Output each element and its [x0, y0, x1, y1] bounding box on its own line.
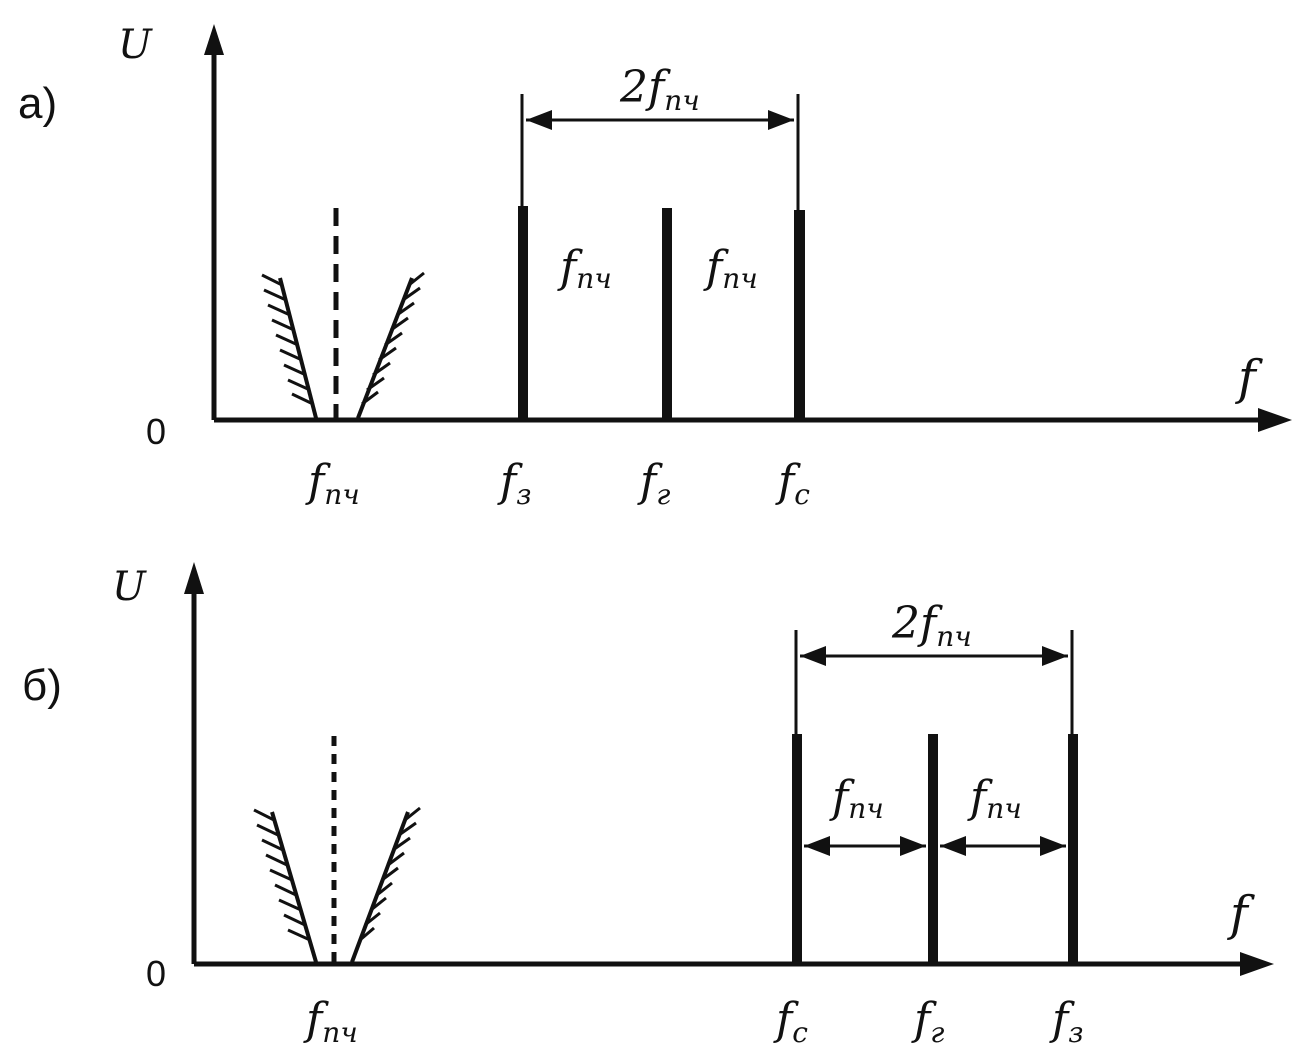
panel-a-x-axis-arrow — [1258, 408, 1292, 432]
panel-b: б) U 0 f — [22, 562, 1274, 1049]
panel-b-if-filter — [253, 736, 421, 963]
panel-b-gap-left-label: fпч — [829, 772, 884, 825]
panel-a-line-lo — [662, 208, 672, 420]
panel-a-tick-fif: fпч — [305, 456, 360, 511]
panel-a-tick-fz: fз — [497, 456, 532, 511]
panel-b-line-signal — [792, 734, 802, 964]
panel-a-2fif-label: 2fпч — [619, 62, 700, 117]
panel-a-x-axis-label: f — [1235, 350, 1263, 406]
panel-b-tick-fg: fг — [911, 994, 944, 1049]
panel-a-gap-left-label: fпч — [557, 242, 612, 295]
panel-a-origin-label: 0 — [146, 411, 166, 452]
panel-b-x-axis-label: f — [1227, 886, 1255, 942]
panel-a-line-image — [518, 206, 528, 420]
panel-b-label: б) — [22, 661, 62, 710]
panel-a-label: а) — [18, 79, 57, 128]
panel-b-origin-label: 0 — [146, 953, 166, 994]
panel-b-gap-right-label: fпч — [967, 772, 1022, 825]
panel-a-if-filter — [261, 208, 425, 419]
panel-b-2fif-label: 2fпч — [891, 598, 972, 653]
panel-a-tick-fc: fс — [775, 456, 810, 511]
panel-a-line-signal — [794, 210, 805, 420]
panel-b-y-axis-label: U — [112, 564, 147, 610]
panel-b-line-image — [1068, 734, 1078, 964]
panel-a: а) U 0 f — [18, 22, 1292, 511]
panel-a-tick-fg: fг — [637, 456, 670, 511]
panel-b-y-axis-arrow — [184, 562, 204, 594]
panel-b-tick-fif: fпч — [303, 994, 358, 1049]
panel-b-line-lo — [928, 734, 938, 964]
panel-a-y-axis-label: U — [118, 22, 153, 68]
panel-a-y-axis-arrow — [204, 24, 224, 55]
panel-a-gap-right-label: fпч — [703, 242, 758, 295]
panel-b-tick-fz: fз — [1049, 994, 1084, 1049]
panel-b-x-axis-arrow — [1240, 952, 1274, 976]
panel-b-tick-fc: fс — [773, 994, 808, 1049]
